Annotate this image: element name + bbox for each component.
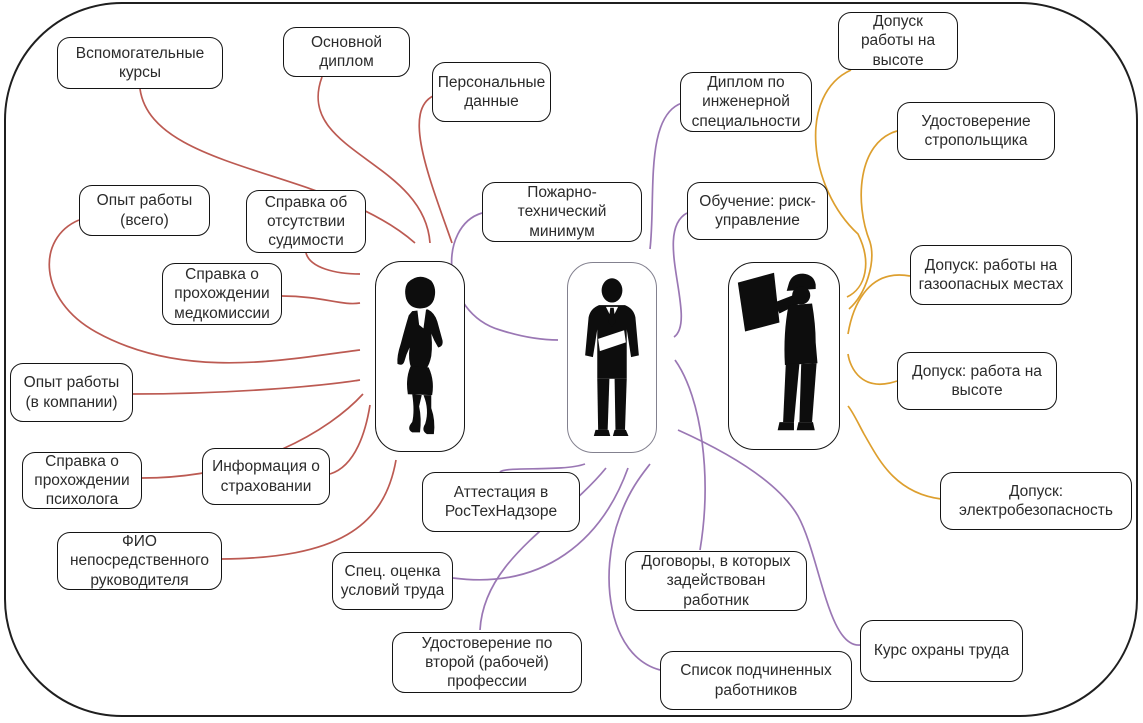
construction-worker-icon <box>737 272 818 431</box>
node-label: Допуск работы на высоте <box>860 13 936 69</box>
edge-subordinates[interactable] <box>608 463 661 671</box>
figure-business-woman[interactable] <box>375 261 465 452</box>
node-label: Справка о прохождении психолога <box>34 452 130 509</box>
node-label: Договоры, в которых задействован работни… <box>641 553 791 609</box>
node-label: Вспомогательные курсы <box>75 44 205 81</box>
edge-labor-safety-course[interactable] <box>677 429 861 646</box>
node-label: Справка об отсутствии судимости <box>264 193 348 250</box>
edge-experience-company[interactable] <box>132 379 361 395</box>
edge-slinger-certificate[interactable] <box>848 130 898 310</box>
edge-supervisor-name[interactable] <box>221 459 397 560</box>
node-aux-courses[interactable]: Вспомогательные курсы <box>57 37 223 89</box>
business-woman-icon <box>397 276 443 434</box>
edge-risk-management[interactable] <box>672 212 688 338</box>
node-main-diploma[interactable]: Основной диплом <box>283 27 410 77</box>
node-label: Курс охраны труда <box>873 642 1010 660</box>
edge-height-work-permit[interactable] <box>814 69 867 298</box>
node-label: Информация о страховании <box>212 458 320 495</box>
node-label: Диплом по инженерной специальности <box>691 74 801 130</box>
node-electrical-safety[interactable]: Допуск: электробезопасность <box>940 472 1132 530</box>
node-gas-hazard-permit[interactable]: Допуск: работы на газоопасных местах <box>910 245 1072 305</box>
node-height-permit[interactable]: Допуск: работа на высоте <box>897 352 1057 410</box>
node-labor-safety-course[interactable]: Курс охраны труда <box>860 620 1023 682</box>
edge-insurance[interactable] <box>329 404 371 475</box>
node-label: Обучение: риск-управление <box>699 192 816 229</box>
edge-experience-total[interactable] <box>48 219 361 364</box>
node-supervisor-name[interactable]: ФИО непосредственного руководителя <box>57 532 222 590</box>
node-label: Удостоверение по второй (рабочей) профес… <box>421 634 553 691</box>
edge-height-permit[interactable] <box>847 353 898 385</box>
node-experience-company[interactable]: Опыт работы (в компании) <box>10 363 133 422</box>
node-label: Аттестация в РосТехНадзоре <box>444 483 558 520</box>
node-label: Пожарно-технический минимум <box>517 184 607 240</box>
node-label: Удостоверение стропольщика <box>921 112 1031 149</box>
node-label: Список подчиненных работников <box>680 662 832 699</box>
edge-main-diploma[interactable] <box>317 76 431 244</box>
node-height-work-permit[interactable]: Допуск работы на высоте <box>838 12 958 70</box>
node-second-profession[interactable]: Удостоверение по второй (рабочей) профес… <box>392 632 582 693</box>
node-label: Опыт работы (всего) <box>96 192 193 229</box>
edge-rostechnadzor[interactable] <box>499 463 586 473</box>
node-experience-total[interactable]: Опыт работы (всего) <box>79 185 210 236</box>
diagram-outer-border <box>4 2 1138 717</box>
node-engineering-diploma[interactable]: Диплом по инженерной специальности <box>680 72 812 132</box>
node-label: Основной диплом <box>310 33 383 70</box>
edge-no-criminal-record[interactable] <box>305 252 361 275</box>
edge-personal-data[interactable] <box>418 95 453 244</box>
node-fire-safety[interactable]: Пожарно-технический минимум <box>482 182 642 242</box>
edge-aux-courses[interactable] <box>139 88 416 244</box>
node-slinger-certificate[interactable]: Удостоверение стропольщика <box>897 102 1055 160</box>
node-personal-data[interactable]: Персональные данные <box>432 62 551 122</box>
edge-electrical-safety[interactable] <box>847 405 942 500</box>
figure-construction-worker[interactable] <box>728 262 840 450</box>
node-psychologist[interactable]: Справка о прохождении психолога <box>22 452 142 509</box>
node-no-criminal-record[interactable]: Справка об отсутствии судимости <box>246 190 366 253</box>
edge-contracts[interactable] <box>674 359 706 551</box>
edge-medical-exam[interactable] <box>281 295 361 305</box>
business-man-icon <box>585 277 639 436</box>
node-subordinates[interactable]: Список подчиненных работников <box>660 651 852 710</box>
node-label: ФИО непосредственного руководителя <box>69 533 210 589</box>
edge-gas-hazard-permit[interactable] <box>847 274 911 335</box>
node-medical-exam[interactable]: Справка о прохождении медкомиссии <box>162 263 282 325</box>
node-labor-conditions[interactable]: Спец. оценка условий труда <box>332 552 453 610</box>
edge-second-profession[interactable] <box>479 467 607 631</box>
node-insurance[interactable]: Информация о страховании <box>202 448 330 505</box>
edge-fire-safety[interactable] <box>450 212 559 341</box>
node-risk-management[interactable]: Обучение: риск-управление <box>687 182 828 240</box>
node-label: Справка о прохождении медкомиссии <box>174 266 270 322</box>
edge-labor-conditions[interactable] <box>452 467 629 581</box>
figure-business-man[interactable] <box>567 262 657 453</box>
node-label: Опыт работы (в компании) <box>23 374 120 411</box>
node-label: Допуск: работы на газоопасных местах <box>918 256 1064 293</box>
edge-engineering-diploma[interactable] <box>649 102 683 250</box>
node-label: Допуск: работа на высоте <box>912 362 1042 399</box>
node-label: Допуск: электробезопасность <box>959 482 1113 519</box>
node-label: Спец. оценка условий труда <box>340 562 445 599</box>
node-contracts[interactable]: Договоры, в которых задействован работни… <box>625 551 807 611</box>
node-rostechnadzor[interactable]: Аттестация в РосТехНадзоре <box>422 472 580 532</box>
node-label: Персональные данные <box>437 73 546 110</box>
